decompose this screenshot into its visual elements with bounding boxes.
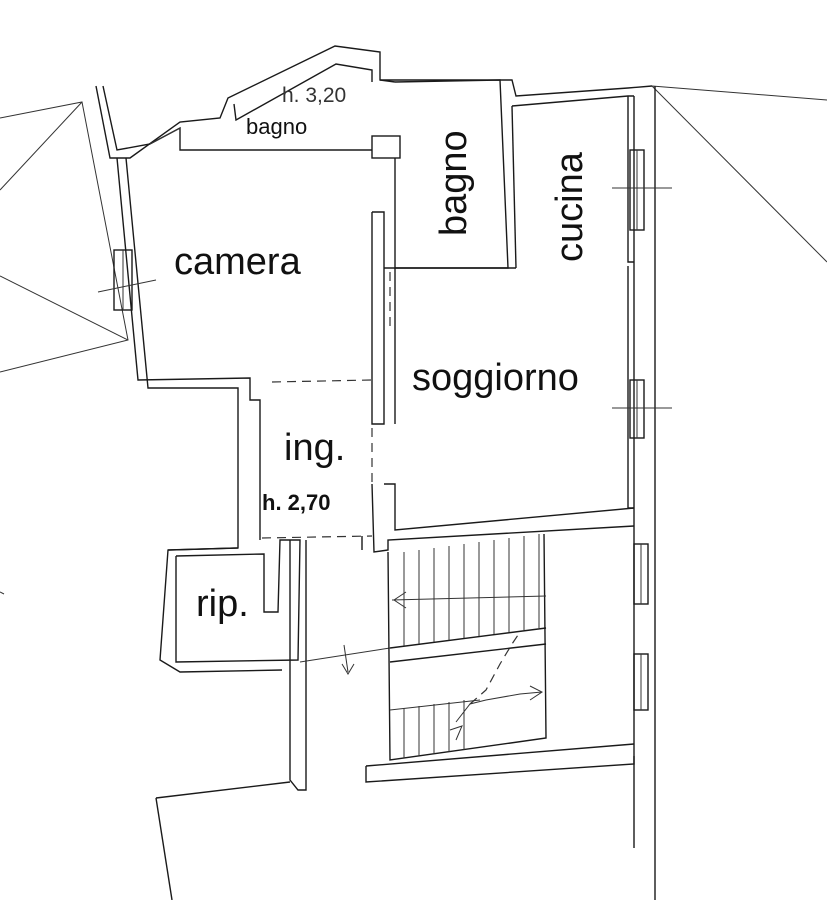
staircase: [387, 533, 547, 761]
right-window-lower: [612, 379, 672, 439]
right-boundary-lines: [633, 86, 656, 900]
soggiorno-lower-walls: [371, 483, 635, 553]
small-bathroom-height-label: h. 3,20: [282, 84, 346, 107]
right-window-upper: [612, 149, 672, 231]
bottom-outline: [0, 591, 291, 900]
bagno-label: bagno: [433, 130, 475, 236]
small-bathroom-label: bagno: [246, 114, 307, 139]
camera-walls: [116, 157, 283, 673]
small-bathroom-walls: [95, 45, 401, 159]
left-roof-outline: [0, 101, 129, 373]
corridor-walls: [289, 536, 391, 791]
bottom-landing: [365, 743, 635, 783]
ingresso-thresholds: [261, 379, 373, 539]
cucina-soggiorno-walls: [395, 95, 634, 509]
central-partition: [371, 211, 396, 425]
ripostiglio-label: rip.: [196, 583, 249, 625]
ingresso-label: ing.: [284, 427, 345, 469]
ingresso-height-label: h. 2,70: [262, 490, 330, 515]
ripostiglio-walls: [175, 539, 301, 663]
cucina-label: cucina: [549, 151, 591, 262]
right-window-stair: [633, 543, 649, 711]
soggiorno-label: soggiorno: [412, 357, 579, 399]
camera-window: [97, 249, 157, 311]
right-roof-outline: [651, 85, 827, 263]
camera-label: camera: [174, 241, 302, 283]
